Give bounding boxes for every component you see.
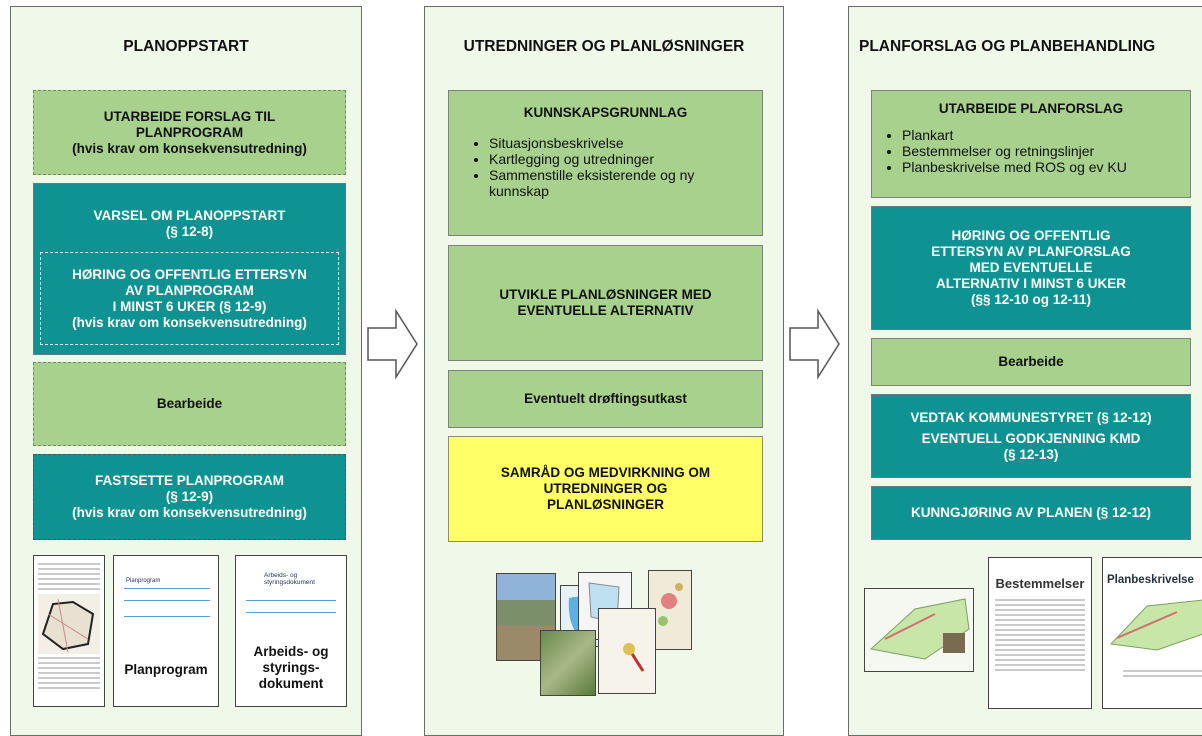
- box-line: Eventuelt drøftingsutkast: [524, 391, 687, 406]
- box-line: PLANLØSNINGER: [546, 497, 664, 512]
- list-item: Bestemmelser og retningslinjer: [902, 143, 1127, 159]
- arrow-right-icon: [367, 308, 418, 380]
- box-bearbeide-2: Bearbeide: [871, 338, 1191, 386]
- doc-rule: [124, 588, 210, 589]
- doc-rule: [246, 612, 336, 613]
- box-line: VEDTAK KOMMUNESTYRET (§ 12-12): [910, 409, 1152, 425]
- box-line: (§ 12-13): [1003, 446, 1059, 462]
- doc-heading-line: Arbeids- og: [264, 572, 298, 579]
- box-eventuelt-droftingsutkast: Eventuelt drøftingsutkast: [448, 370, 763, 428]
- doc-rule: [124, 600, 210, 601]
- box-line: HØRING OG OFFENTLIG: [951, 228, 1111, 243]
- column-title: PLANFORSLAG OG PLANBEHANDLING: [859, 38, 1156, 55]
- map-sketch-icon: [623, 643, 645, 672]
- document-label: Arbeids- og styrings- dokument: [236, 644, 346, 692]
- box-line: EVENTUELL GODKJENNING KMD: [921, 430, 1141, 446]
- column-title: PLANOPPSTART: [123, 38, 249, 55]
- box-line: PLANPROGRAM: [135, 124, 244, 140]
- box-utarbeide-planforslag: UTARBEIDE PLANFORSLAG Plankart Bestemmel…: [871, 90, 1191, 198]
- document-arbeids-styringsdokument: Arbeids- og styringsdokument Arbeids- og…: [235, 555, 347, 707]
- list-item: Sammenstille eksisterende og ny kunnskap: [489, 167, 704, 199]
- list-item: Plankart: [902, 127, 1127, 143]
- arrow-right-icon: [789, 308, 840, 380]
- plankart-thumbnail: [864, 588, 974, 672]
- column-title: UTREDNINGER OG PLANLØSNINGER: [463, 38, 745, 55]
- map-sketch-icon: [658, 583, 683, 626]
- box-line: MED EVENTUELLE: [969, 260, 1093, 275]
- document-planprogram: Planprogram Planprogram: [113, 555, 219, 707]
- box-line: Bearbeide: [156, 396, 223, 411]
- box-bearbeide-1: Bearbeide: [33, 362, 346, 446]
- map-sketch-icon: [38, 594, 100, 654]
- doc-heading: Planprogram: [126, 578, 161, 584]
- doc-heading: Bestemmelser: [995, 576, 1085, 591]
- box-line: VARSEL OM PLANOPPSTART: [93, 208, 286, 223]
- box-utarbeide-forslag-planprogram: UTARBEIDE FORSLAG TIL PLANPROGRAM (hvis …: [33, 90, 346, 175]
- box-line: HØRING OG OFFENTLIG ETTERSYN: [72, 266, 307, 282]
- text-lines: [38, 657, 100, 689]
- doc-rule: [124, 616, 210, 617]
- box-title: KUNNSKAPSGRUNNLAG: [523, 105, 688, 120]
- box-line: (§ 12-8): [165, 224, 214, 239]
- box-line: UTARBEIDE FORSLAG TIL: [103, 108, 276, 124]
- box-utvikle-planlosninger: UTVIKLE PLANLØSNINGER MED EVENTUELLE ALT…: [448, 245, 763, 361]
- doc-heading: Arbeids- og styringsdokument: [264, 572, 315, 586]
- box-title: UTARBEIDE PLANFORSLAG: [938, 101, 1124, 116]
- box-line: (hvis krav om konsekvensutredning): [72, 140, 307, 156]
- box-kunngjoring: KUNNGJØRING AV PLANEN (§ 12-12): [871, 486, 1191, 540]
- document-thumbnail-map: [33, 555, 105, 707]
- document-label: Planprogram: [124, 662, 208, 677]
- label-line: Arbeids- og: [253, 644, 329, 659]
- box-line: UTREDNINGER OG: [543, 481, 668, 496]
- doc-rule: [246, 600, 336, 601]
- box-line: ETTERSYN AV PLANFORSLAG: [931, 244, 1131, 259]
- box-line: AV PLANPROGRAM: [125, 282, 254, 298]
- box-varsel-planoppstart: VARSEL OM PLANOPPSTART (§ 12-8): [33, 183, 346, 355]
- box-samrad-medvirkning: SAMRÅD OG MEDVIRKNING OM UTREDNINGER OG …: [448, 436, 763, 542]
- box-line: KUNNGJØRING AV PLANEN (§ 12-12): [910, 505, 1152, 520]
- bullet-list: Plankart Bestemmelser og retningslinjer …: [884, 127, 1127, 175]
- box-fastsette-planprogram: FASTSETTE PLANPROGRAM (§ 12-9) (hvis kra…: [33, 454, 346, 540]
- box-line: SAMRÅD OG MEDVIRKNING OM: [500, 465, 711, 480]
- text-lines: [1123, 670, 1202, 677]
- box-line: FASTSETTE PLANPROGRAM: [94, 473, 284, 488]
- box-line: (hvis krav om konsekvensutredning): [72, 314, 307, 330]
- map-sketch-icon: [1109, 599, 1202, 651]
- box-line: EVENTUELLE ALTERNATIV: [517, 303, 694, 318]
- doc-heading: Planbeskrivelse: [1107, 574, 1194, 586]
- document-bestemmelser: Bestemmelser: [988, 557, 1092, 709]
- list-item: Situasjonsbeskrivelse: [489, 135, 704, 151]
- label-line: dokument: [258, 676, 324, 691]
- document-planbeskrivelse: Planbeskrivelse: [1102, 557, 1202, 709]
- box-line: ALTERNATIV I MINST 6 UKER: [935, 276, 1126, 291]
- box-line: (§ 12-9): [165, 489, 214, 504]
- box-line: UTVIKLE PLANLØSNINGER MED: [499, 287, 712, 302]
- list-item: Kartlegging og utredninger: [489, 151, 704, 167]
- photo-thumbnail: [540, 630, 596, 696]
- text-lines: [995, 599, 1085, 671]
- box-horing-planforslag: HØRING OG OFFENTLIG ETTERSYN AV PLANFORS…: [871, 206, 1191, 330]
- box-line: (§§ 12-10 og 12-11): [970, 292, 1092, 307]
- box-kunnskapsgrunnlag: KUNNSKAPSGRUNNLAG Situasjonsbeskrivelse …: [448, 90, 763, 236]
- doc-heading-line: styringsdokument: [264, 579, 315, 586]
- list-item: Planbeskrivelse med ROS og ev KU: [902, 159, 1127, 175]
- label-line: styrings-: [262, 660, 320, 675]
- map-sketch-icon: [869, 598, 970, 660]
- text-lines: [38, 563, 100, 590]
- bullet-list: Situasjonsbeskrivelse Kartlegging og utr…: [471, 135, 704, 199]
- box-horing-planprogram: HØRING OG OFFENTLIG ETTERSYN AV PLANPROG…: [40, 252, 339, 345]
- box-vedtak-kommunestyret: VEDTAK KOMMUNESTYRET (§ 12-12) EVENTUELL…: [871, 394, 1191, 478]
- box-line: Bearbeide: [998, 354, 1064, 369]
- box-line: (hvis krav om konsekvensutredning): [72, 505, 307, 520]
- map-thumbnail: [598, 608, 656, 694]
- box-line: I MINST 6 UKER (§ 12-9): [112, 298, 267, 314]
